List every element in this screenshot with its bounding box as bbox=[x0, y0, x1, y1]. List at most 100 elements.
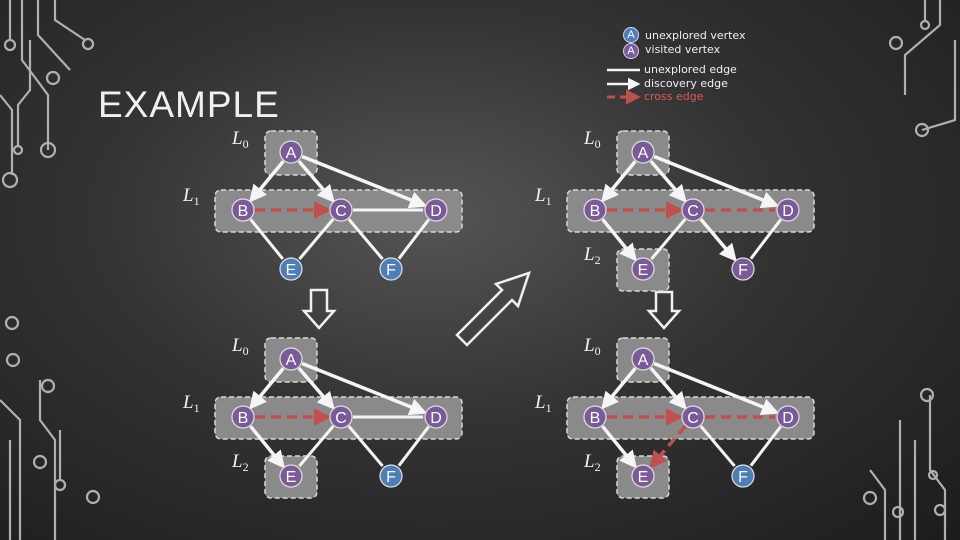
vertex-c-visited: C bbox=[329, 198, 353, 222]
edge-c-f-unexplored bbox=[699, 425, 736, 468]
vertex-a-visited: A bbox=[631, 347, 655, 371]
edge-a-c-discovery bbox=[649, 366, 687, 410]
vertex-circle bbox=[631, 140, 655, 164]
vertex-circle bbox=[379, 464, 403, 488]
vertex-c-visited: C bbox=[681, 405, 705, 429]
vertex-b-visited: B bbox=[231, 405, 255, 429]
vertex-circle bbox=[631, 257, 655, 281]
vertex-a-visited: A bbox=[279, 140, 303, 164]
vertex-f-unexplored: F bbox=[379, 464, 403, 488]
vertex-label: B bbox=[238, 203, 249, 220]
vertex-c-visited: C bbox=[329, 405, 353, 429]
vertex-circle bbox=[329, 405, 353, 429]
edge-a-d-discovery bbox=[301, 361, 428, 416]
vertex-label: A bbox=[638, 352, 649, 369]
vertex-circle bbox=[631, 464, 655, 488]
vertex-d-visited: D bbox=[424, 198, 448, 222]
edge-c-e-cross bbox=[649, 425, 687, 469]
vertex-label: A bbox=[638, 145, 649, 162]
level-label: L0 bbox=[231, 335, 249, 358]
vertex-label: C bbox=[335, 203, 347, 220]
edge-a-d-discovery bbox=[653, 154, 780, 209]
level-label: L1 bbox=[182, 185, 200, 208]
vertex-label: E bbox=[286, 262, 297, 279]
edge-a-c-discovery bbox=[297, 366, 335, 410]
vertex-circle bbox=[231, 405, 255, 429]
level-label: L2 bbox=[583, 451, 601, 474]
edge-c-f-unexplored bbox=[347, 218, 384, 261]
vertex-circle bbox=[424, 198, 448, 222]
edge-b-e-discovery bbox=[601, 218, 638, 262]
vertex-d-visited: D bbox=[776, 198, 800, 222]
vertex-label: D bbox=[782, 410, 794, 427]
level-label: L1 bbox=[182, 392, 200, 415]
legend-discovery-edge-label: discovery edge bbox=[644, 77, 728, 90]
edge-a-b-discovery bbox=[601, 367, 637, 410]
level-label: L1 bbox=[534, 185, 552, 208]
vertex-e-unexplored: E bbox=[279, 257, 303, 281]
legend-visited-vertex-label: visited vertex bbox=[645, 43, 721, 56]
vertex-circle bbox=[681, 405, 705, 429]
edge-c-e-unexplored bbox=[650, 218, 687, 261]
vertex-f-unexplored: F bbox=[731, 464, 755, 488]
legend-visited-vertex-icon: A bbox=[623, 43, 639, 59]
vertex-circle bbox=[776, 405, 800, 429]
legend-cross-edge-label: cross edge bbox=[644, 90, 704, 103]
level-label: L2 bbox=[583, 244, 601, 267]
vertex-b-visited: B bbox=[583, 198, 607, 222]
level-label: L0 bbox=[583, 335, 601, 358]
vertex-circle bbox=[231, 198, 255, 222]
edge-c-f-unexplored bbox=[347, 425, 384, 468]
edge-a-b-discovery bbox=[249, 367, 285, 410]
transition-arrows bbox=[301, 271, 682, 347]
vertex-label: B bbox=[238, 410, 249, 427]
vertex-circle bbox=[424, 405, 448, 429]
vertex-circle bbox=[279, 140, 303, 164]
vertex-label: B bbox=[590, 410, 601, 427]
edge-a-c-discovery bbox=[649, 159, 687, 203]
legend-line-samples bbox=[607, 68, 641, 105]
vertex-e-visited: E bbox=[631, 257, 655, 281]
vertex-circle bbox=[776, 198, 800, 222]
vertex-f-visited: F bbox=[731, 257, 755, 281]
level-label: L0 bbox=[231, 128, 249, 151]
level-label: L0 bbox=[583, 128, 601, 151]
vertex-circle bbox=[279, 347, 303, 371]
vertex-c-visited: C bbox=[681, 198, 705, 222]
legend-unexplored-edge-label: unexplored edge bbox=[644, 63, 737, 76]
page-title: EXAMPLE bbox=[98, 84, 280, 125]
edge-a-d-discovery bbox=[301, 154, 428, 209]
vertex-d-visited: D bbox=[776, 405, 800, 429]
edge-a-b-discovery bbox=[601, 160, 637, 203]
level-label: L2 bbox=[231, 451, 249, 474]
edge-d-f-unexplored bbox=[749, 425, 782, 467]
down-arrow-right bbox=[646, 290, 682, 330]
edge-a-b-discovery bbox=[249, 160, 285, 203]
vertex-label: D bbox=[430, 203, 442, 220]
vertex-a-visited: A bbox=[631, 140, 655, 164]
vertex-label: B bbox=[590, 203, 601, 220]
vertex-circle bbox=[731, 257, 755, 281]
vertex-b-visited: B bbox=[231, 198, 255, 222]
edge-d-f-unexplored bbox=[397, 218, 430, 260]
legend-unexplored-vertex-icon: A bbox=[623, 27, 639, 43]
level-label: L1 bbox=[534, 392, 552, 415]
vertex-label: C bbox=[335, 410, 347, 427]
edge-b-e-discovery bbox=[601, 425, 638, 469]
vertex-label: E bbox=[286, 469, 297, 486]
edge-b-e-unexplored bbox=[249, 218, 284, 260]
down-arrow-left bbox=[301, 288, 337, 330]
vertex-d-visited: D bbox=[424, 405, 448, 429]
vertex-label: F bbox=[738, 262, 748, 279]
vertex-label: F bbox=[738, 469, 748, 486]
edge-d-f-unexplored bbox=[397, 425, 430, 467]
vertex-circle bbox=[279, 464, 303, 488]
vertex-label: D bbox=[430, 410, 442, 427]
vertex-f-unexplored: F bbox=[379, 257, 403, 281]
vertex-label: E bbox=[638, 262, 649, 279]
